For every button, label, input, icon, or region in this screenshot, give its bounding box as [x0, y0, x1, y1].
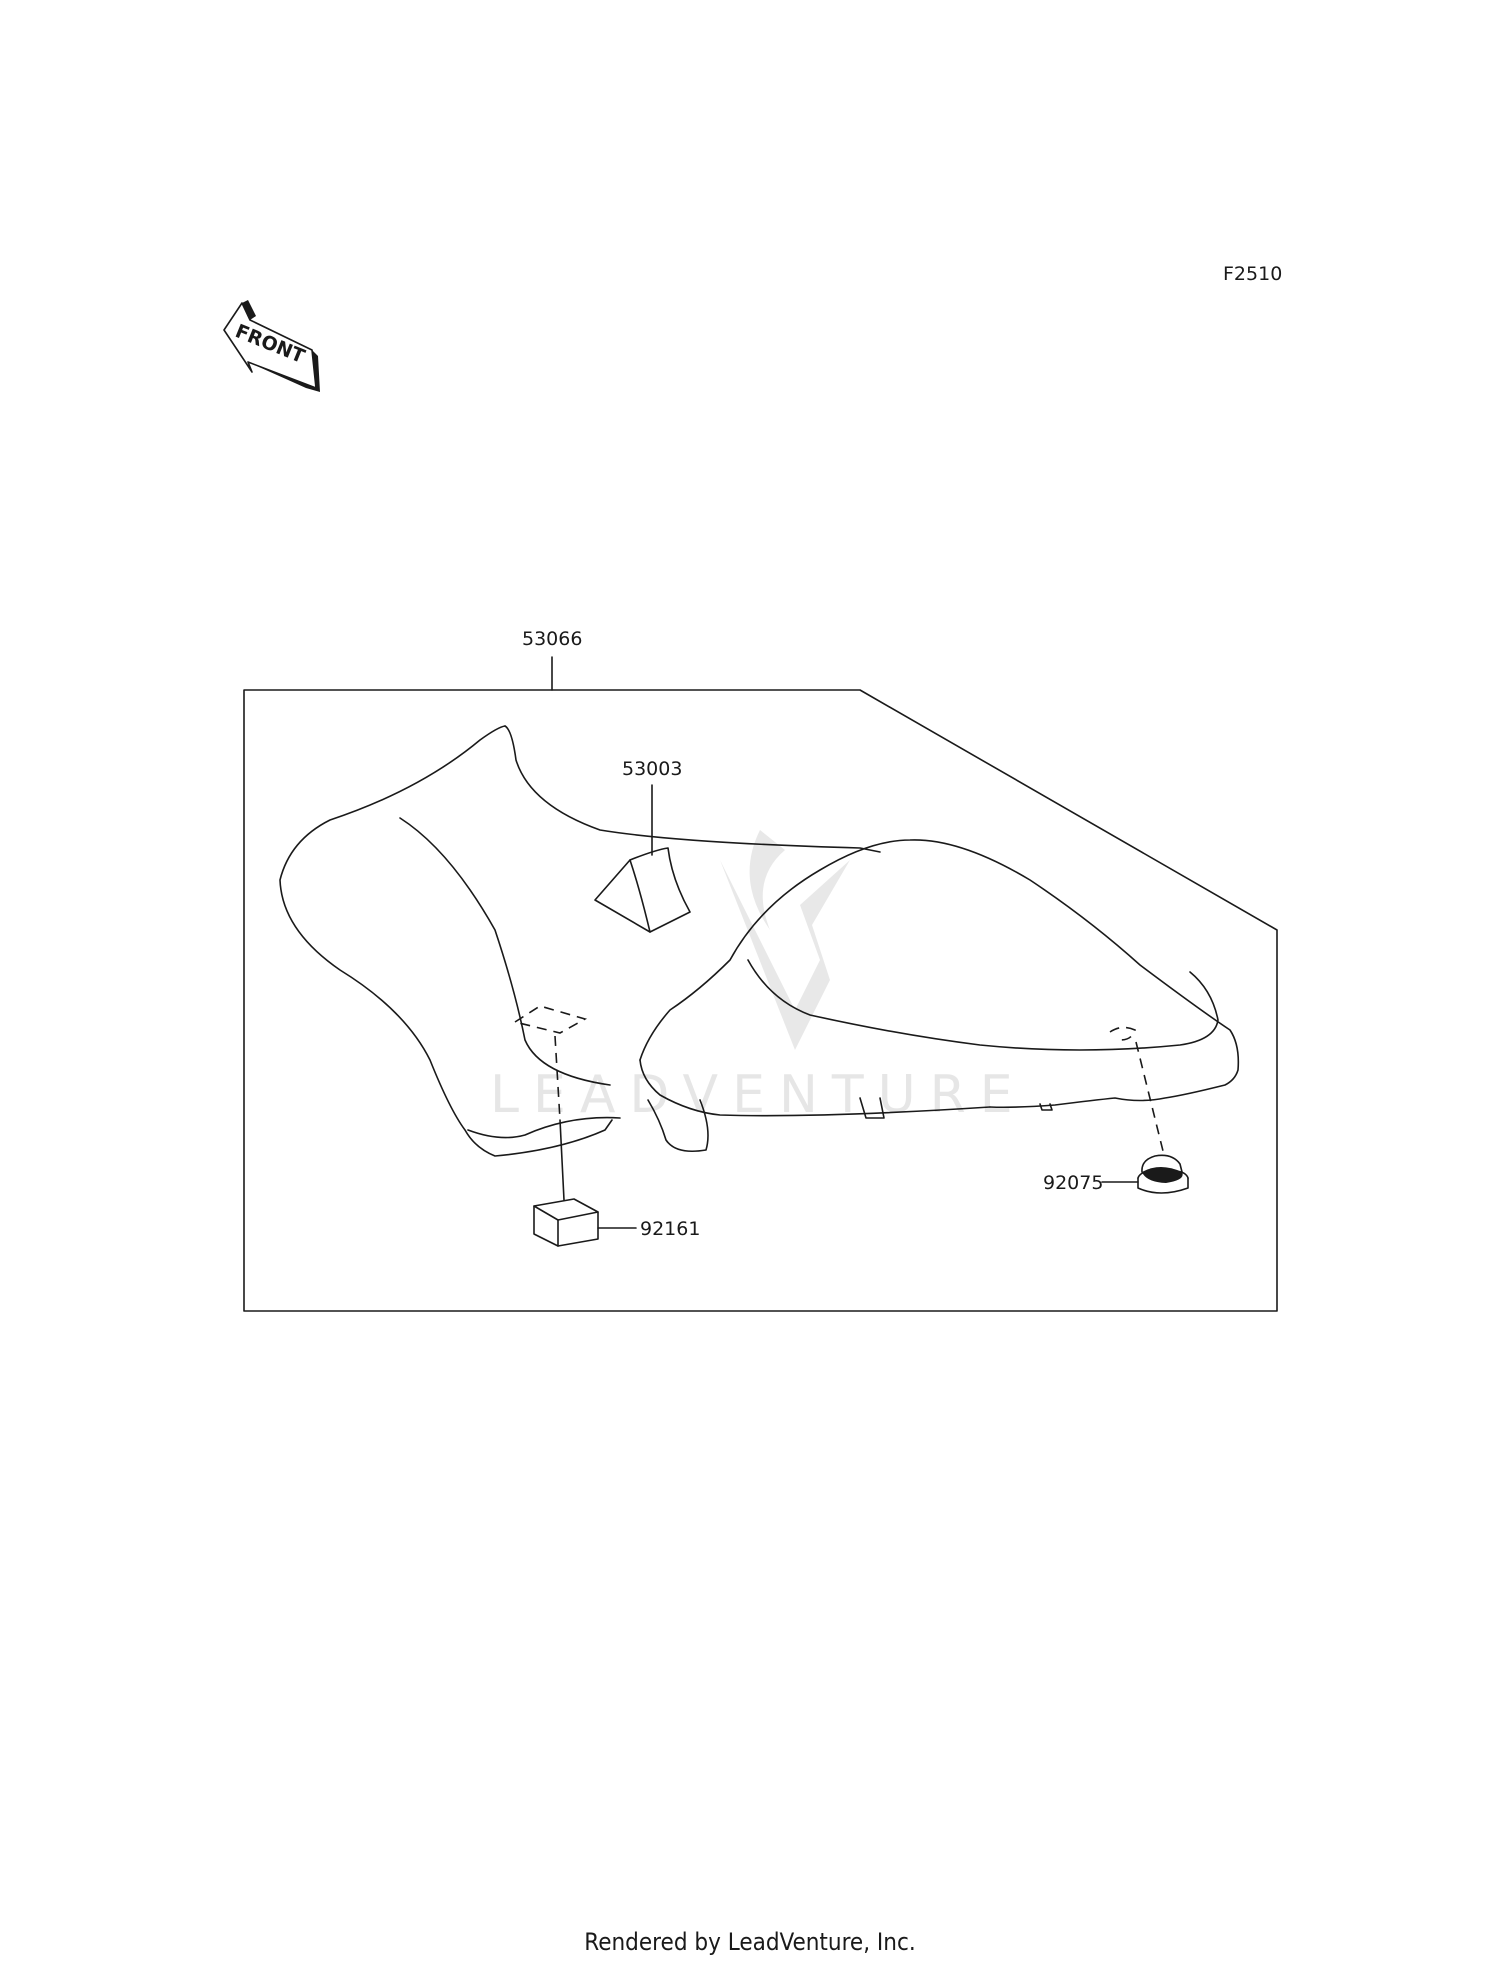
footer-credit: Rendered by LeadVenture, Inc.: [584, 1928, 916, 1956]
part-label-53003: 53003: [622, 758, 682, 780]
assembly-outline: [243, 689, 1278, 1312]
leader-92161-dashed: [554, 1035, 561, 1121]
leader-92075-dashed: [1135, 1041, 1165, 1156]
part-label-92161: 92161: [640, 1218, 700, 1240]
front-arrow-icon: FRONT: [223, 300, 320, 392]
leadventure-watermark: LEADVENTURE: [490, 830, 1013, 1125]
figure-code: F2510: [1223, 263, 1282, 285]
leader-92161: [559, 1119, 565, 1201]
seat-drawing: [279, 725, 1240, 1157]
part-label-92075: 92075: [1043, 1172, 1103, 1194]
part-label-53066: 53066: [522, 628, 582, 650]
damper-block-92161: [533, 1198, 599, 1247]
front-arrow-label: FRONT: [232, 320, 308, 368]
cap-92075: [1137, 1154, 1189, 1194]
